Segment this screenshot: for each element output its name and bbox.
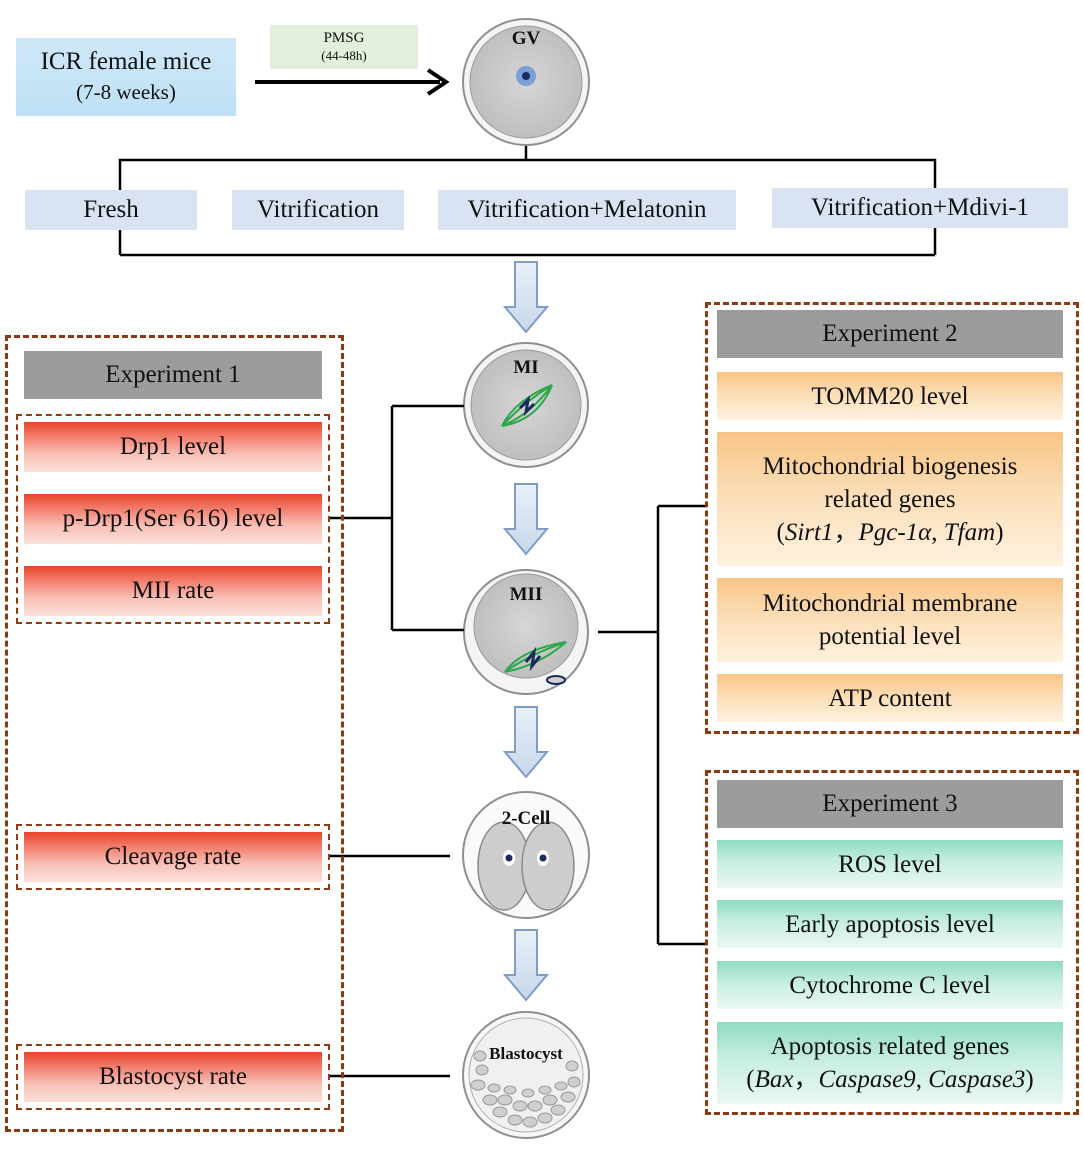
mitochondrial-biogenesis-genes: Mitochondrial biogenesis related genes (… <box>717 432 1063 566</box>
group-vitrification: Vitrification <box>232 190 404 230</box>
apoptosis-separator-2: , <box>915 1066 929 1093</box>
cytochrome-c-level: Cytochrome C level <box>717 961 1063 1009</box>
membrane-line2: potential level <box>818 623 962 650</box>
pmsg-arrow <box>255 68 450 96</box>
down-arrow-2 <box>502 483 550 556</box>
gv-oocyte <box>462 18 590 146</box>
stage-label-mi: MI <box>513 357 539 378</box>
gene-bax: Bax <box>754 1066 794 1093</box>
drp1-level: Drp1 level <box>24 422 322 472</box>
blastocyst-rate: Blastocyst rate <box>24 1052 322 1102</box>
mii-rate: MII rate <box>24 566 322 616</box>
down-arrow-4 <box>502 929 550 1002</box>
group-vitrification-mdivi1: Vitrification+Mdivi-1 <box>772 188 1068 228</box>
early-apoptosis-level: Early apoptosis level <box>717 900 1063 948</box>
two-cell-embryo <box>462 791 590 919</box>
down-arrow-1 <box>502 261 550 334</box>
experiment3-panel <box>705 770 1079 1115</box>
ros-level: ROS level <box>717 840 1063 888</box>
experiment1-group-blastocyst <box>16 1044 330 1110</box>
biogenesis-close-paren: ) <box>995 518 1004 546</box>
apoptosis-genes-line1: Apoptosis related genes <box>770 1033 1010 1060</box>
apoptosis-separator-1: ， <box>793 1066 819 1093</box>
pmsg-box: PMSG (44-48h) <box>270 25 418 69</box>
down-arrow-3 <box>502 706 550 779</box>
source-box: ICR female mice (7-8 weeks) <box>16 38 236 116</box>
mii-oocyte <box>463 569 589 695</box>
p-drp1-level: p-Drp1(Ser 616) level <box>24 494 322 544</box>
biogenesis-open-paren: ( <box>776 518 785 546</box>
stage-label-two-cell: 2-Cell <box>501 808 551 829</box>
atp-content: ATP content <box>717 674 1063 722</box>
stage-label-mii: MII <box>509 584 543 605</box>
stage-label-gv: GV <box>511 28 541 49</box>
gene-caspase9: Caspase9 <box>818 1066 916 1093</box>
pmsg-duration: (44-48h) <box>321 48 367 63</box>
experiment1-group-cleavage <box>16 824 330 890</box>
blastocyst-embryo <box>462 1011 590 1139</box>
group-fresh: Fresh <box>25 190 197 230</box>
experiment1-panel <box>5 335 344 1132</box>
group-vitrification-melatonin: Vitrification+Melatonin <box>438 190 736 230</box>
experiment1-title: Experiment 1 <box>24 351 322 399</box>
gene-tfam: Tfam <box>943 518 996 546</box>
membrane-potential: Mitochondrial membrane potential level <box>717 578 1063 662</box>
source-title: ICR female mice <box>40 48 212 75</box>
biogenesis-separator-2: , <box>931 518 944 546</box>
apoptosis-gene-list: (Bax，Caspase9, Caspase3) <box>746 1063 1034 1096</box>
biogenesis-line2: related genes <box>824 485 956 513</box>
experiment2-panel <box>705 302 1079 734</box>
gene-caspase3: Caspase3 <box>928 1066 1026 1093</box>
experiment1-group-oocyte <box>16 414 330 624</box>
apoptosis-related-genes: Apoptosis related genes (Bax，Caspase9, C… <box>717 1022 1063 1104</box>
right-connectors <box>598 504 706 946</box>
left-connectors <box>330 404 464 1078</box>
biogenesis-gene-list: (Sirt1，Pgc-1α, Tfam) <box>776 516 1003 549</box>
gene-sirt1: Sirt1 <box>784 518 834 546</box>
cleavage-rate: Cleavage rate <box>24 832 322 882</box>
membrane-line1: Mitochondrial membrane <box>762 590 1018 617</box>
pmsg-label: PMSG <box>323 30 365 46</box>
apoptosis-open-paren: ( <box>746 1066 755 1093</box>
biogenesis-separator-1: ， <box>833 518 859 546</box>
source-subtitle: (7-8 weeks) <box>76 80 176 104</box>
mi-spindle <box>501 384 553 427</box>
experiment3-title: Experiment 3 <box>717 780 1063 828</box>
mi-oocyte <box>463 342 589 468</box>
gene-pgc1a: Pgc-1α <box>858 518 932 546</box>
experiment2-title: Experiment 2 <box>717 310 1063 358</box>
apoptosis-close-paren: ) <box>1025 1066 1034 1093</box>
biogenesis-line1: Mitochondrial biogenesis <box>762 452 1018 480</box>
tomm20-level: TOMM20 level <box>717 372 1063 420</box>
stage-label-blastocyst: Blastocyst <box>489 1044 563 1063</box>
